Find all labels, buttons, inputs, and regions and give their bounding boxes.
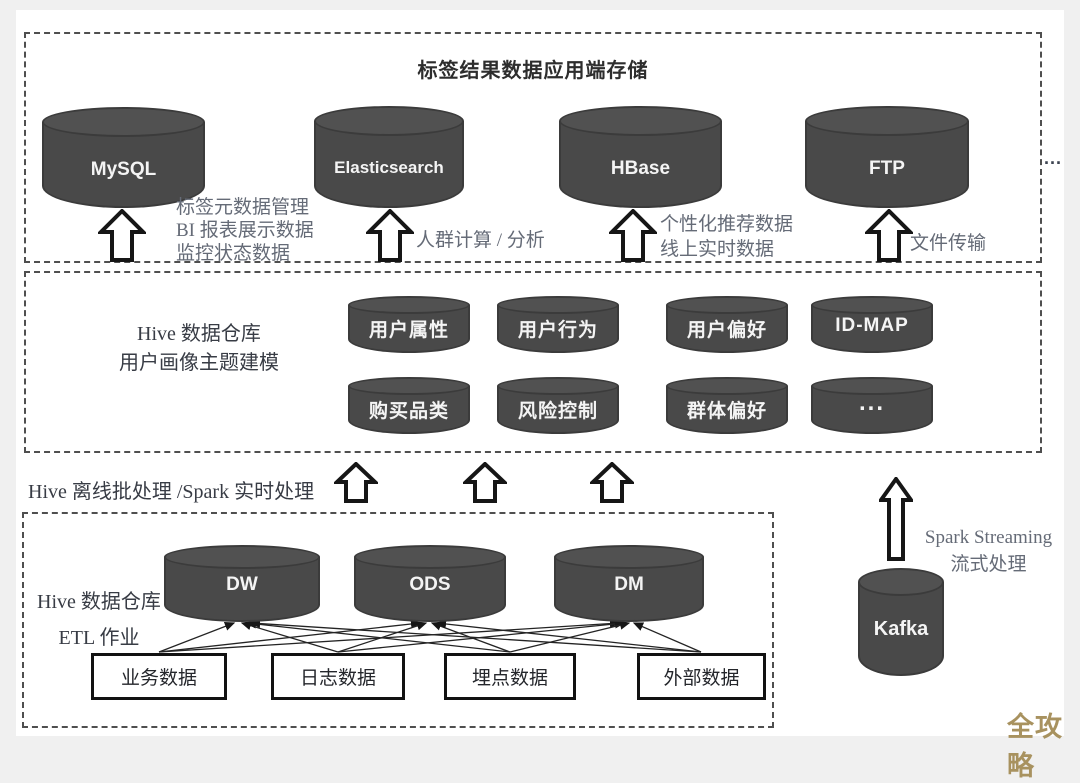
dm-cylinder: DM	[554, 545, 704, 622]
more-stores-ellipsis: ...	[1044, 148, 1063, 168]
cylinder-top-ellipse	[354, 545, 506, 569]
label-line: ETL 作业	[58, 627, 140, 649]
ftp-arrow-note: 文件传输	[910, 232, 986, 255]
note-line: 文件传输	[910, 233, 987, 254]
cylinder-top-ellipse	[805, 106, 969, 136]
cylinder-top-ellipse	[348, 296, 470, 314]
hbase-cylinder: HBase	[559, 106, 722, 208]
note-line: BI 报表展示数据	[176, 220, 314, 241]
source-label: 外部数据	[663, 668, 740, 689]
topic-label: 群体偏好	[686, 401, 767, 422]
dw-cylinder: DW	[164, 545, 320, 622]
cylinder-top-ellipse	[811, 296, 933, 314]
source-label: 埋点数据	[471, 668, 548, 689]
note-line: 流式处理	[950, 554, 1027, 575]
topic-label: 用户偏好	[686, 320, 767, 341]
up-arrow-icon	[331, 461, 381, 503]
topic-label: ID-MAP	[835, 315, 909, 336]
cylinder-top-ellipse	[42, 107, 205, 137]
cylinder-top-ellipse	[554, 545, 704, 569]
note-line: Spark Streaming	[924, 527, 1053, 548]
dw-label: DW	[226, 574, 258, 595]
kafka-label: Kafka	[873, 618, 929, 640]
spark-streaming-note: Spark Streaming 流式处理	[916, 524, 1061, 578]
ftp-cylinder: FTP	[805, 106, 969, 208]
topic-label: 风险控制	[517, 401, 598, 422]
label-line: 用户画像主题建模	[119, 352, 279, 374]
dm-label: DM	[614, 574, 644, 595]
note-line: 线上实时数据	[660, 239, 775, 260]
topic-cylinder-user-preference: 用户偏好	[666, 296, 788, 353]
up-arrow-icon	[863, 208, 915, 262]
up-arrow-icon	[460, 461, 510, 503]
note-line: 人群计算 / 分析	[416, 230, 545, 251]
topic-label-ellipsis: ...	[858, 389, 885, 416]
cylinder-top-ellipse	[497, 377, 619, 395]
ods-cylinder: ODS	[354, 545, 506, 622]
elasticsearch-arrow-note: 人群计算 / 分析	[416, 229, 545, 252]
processing-label: Hive 离线批处理 /Spark 实时处理	[28, 481, 315, 503]
kafka-cylinder: Kafka	[858, 568, 944, 676]
note-line: 个性化推荐数据	[660, 214, 794, 235]
cylinder-top-ellipse	[348, 377, 470, 395]
source-box-log-data: 日志数据	[271, 653, 405, 700]
note-line: 标签元数据管理	[176, 197, 310, 218]
section-title: 标签结果数据应用端存储	[417, 60, 649, 82]
hbase-arrow-note: 个性化推荐数据 线上实时数据	[660, 212, 793, 262]
source-label: 业务数据	[120, 668, 197, 689]
source-box-external-data: 外部数据	[637, 653, 766, 700]
hive-modeling-label: Hive 数据仓库 用户画像主题建模	[106, 320, 292, 378]
topic-cylinder-more: ...	[811, 377, 933, 434]
cylinder-top-ellipse	[314, 106, 464, 136]
hive-etl-label: Hive 数据仓库 ETL 作业	[24, 584, 174, 656]
up-arrow-icon	[607, 208, 659, 262]
cylinder-top-ellipse	[497, 296, 619, 314]
elasticsearch-cylinder: Elasticsearch	[314, 106, 464, 208]
topic-cylinder-purchase-category: 购买品类	[348, 377, 470, 434]
label-line: Hive 数据仓库	[37, 591, 161, 613]
up-arrow-icon	[587, 461, 637, 503]
up-arrow-icon	[877, 475, 915, 561]
watermark: 全攻略	[1007, 712, 1063, 781]
topic-cylinder-group-preference: 群体偏好	[666, 377, 788, 434]
mysql-label: MySQL	[90, 159, 157, 180]
topic-label: 购买品类	[368, 401, 449, 422]
ftp-label: FTP	[869, 158, 905, 179]
topic-cylinder-user-behavior: 用户行为	[497, 296, 619, 353]
cylinder-body	[858, 582, 944, 676]
hive-etl-section	[22, 512, 774, 728]
etl-connection-lines	[158, 619, 702, 653]
note-line: 监控状态数据	[176, 243, 291, 264]
mysql-arrow-note: 标签元数据管理 BI 报表展示数据 监控状态数据	[176, 196, 314, 265]
cylinder-top-ellipse	[559, 106, 722, 136]
topic-label: 用户行为	[517, 320, 598, 341]
hbase-label: HBase	[610, 158, 671, 179]
cylinder-top-ellipse	[811, 377, 933, 395]
cylinder-top-ellipse	[666, 377, 788, 395]
label-line: Hive 数据仓库	[137, 323, 261, 345]
source-box-business-data: 业务数据	[91, 653, 227, 700]
cylinder-top-ellipse	[164, 545, 320, 569]
topic-cylinder-user-attributes: 用户属性	[348, 296, 470, 353]
mysql-cylinder: MySQL	[42, 107, 205, 208]
elasticsearch-label: Elasticsearch	[334, 158, 444, 177]
topic-cylinder-id-map: ID-MAP	[811, 296, 933, 353]
cylinder-top-ellipse	[666, 296, 788, 314]
up-arrow-icon	[96, 208, 148, 262]
source-label: 日志数据	[299, 668, 376, 689]
ods-label: ODS	[409, 574, 451, 595]
hive-modeling-section	[24, 271, 1042, 453]
source-box-tracking-data: 埋点数据	[444, 653, 576, 700]
topic-cylinder-risk-control: 风险控制	[497, 377, 619, 434]
tag-application-storage-section	[24, 32, 1042, 263]
topic-label: 用户属性	[368, 320, 449, 341]
up-arrow-icon	[364, 208, 416, 262]
cylinder-top-ellipse	[858, 568, 944, 596]
